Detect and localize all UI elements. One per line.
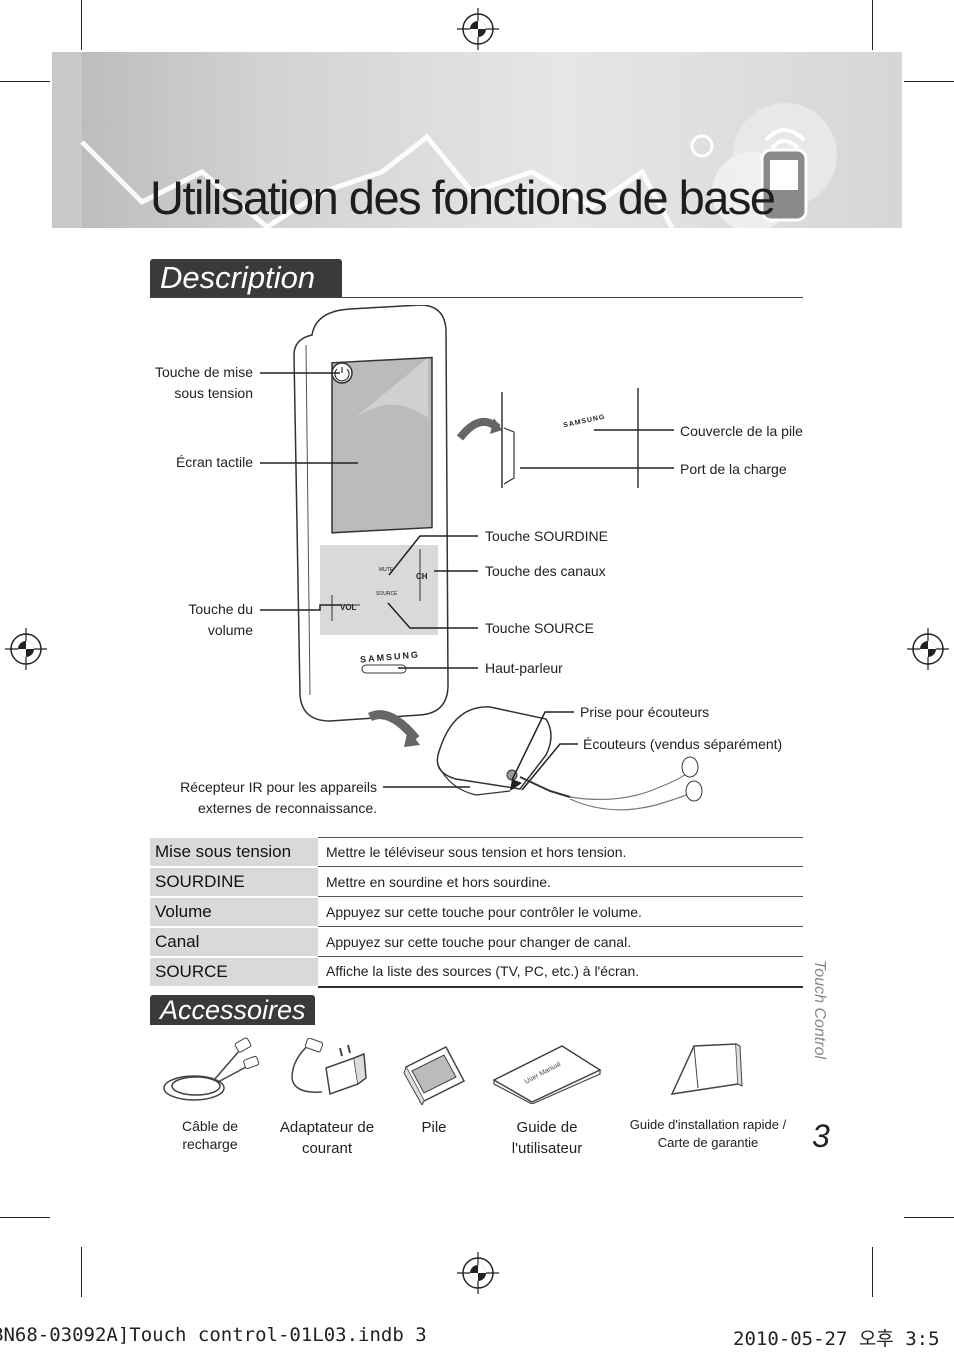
table-key: Mise sous tension [150, 838, 318, 867]
table-value: Mettre le téléviseur sous tension et hor… [318, 838, 803, 867]
print-footer: BN68-03092A]Touch control-01L03.indb 3 2… [0, 1320, 954, 1350]
table-key: Canal [150, 927, 318, 957]
cable-icon [156, 1036, 264, 1106]
label-charge-port: Port de la charge [680, 459, 787, 480]
crop-mark [81, 1247, 82, 1297]
table-key: SOURCE [150, 957, 318, 987]
table-value: Appuyez sur cette touche pour contrôler … [318, 897, 803, 927]
function-table: Mise sous tension Mettre le téléviseur s… [150, 837, 803, 988]
adapter-icon [282, 1038, 372, 1108]
crop-mark [872, 1247, 873, 1297]
table-key: SOURDINE [150, 867, 318, 897]
table-value: Mettre en sourdine et hors sourdine. [318, 867, 803, 897]
label-mute: Touche SOURDINE [485, 526, 608, 547]
table-row: SOURCE Affiche la liste des sources (TV,… [150, 957, 803, 987]
label-volume: Touche du volume [140, 599, 253, 641]
table-value: Affiche la liste des sources (TV, PC, et… [318, 957, 803, 987]
registration-mark-icon [457, 1252, 499, 1294]
label-earphones: Écouteurs (vendus séparément) [583, 734, 782, 755]
label-power: Touche de mise sous tension [140, 362, 253, 404]
accessory-label-user-guide: Guide de l'utilisateur [492, 1117, 602, 1159]
footer-timestamp: 2010-05-27 오후 3:5 [733, 1324, 940, 1351]
table-key: Volume [150, 897, 318, 927]
side-section-label: Touch Control [810, 960, 828, 1059]
quick-guide-icon [668, 1042, 744, 1098]
accessories-heading: Accessoires [150, 995, 315, 1025]
label-speaker: Haut-parleur [485, 658, 563, 679]
label-ir-receiver: Récepteur IR pour les appareils externes… [150, 777, 377, 819]
footer-file-info: BN68-03092A]Touch control-01L03.indb 3 [0, 1324, 427, 1346]
accessory-label-adapter: Adaptateur de courant [272, 1117, 382, 1159]
label-battery-cover: Couvercle de la pile [680, 421, 803, 442]
label-source: Touche SOURCE [485, 618, 594, 639]
table-row: Volume Appuyez sur cette touche pour con… [150, 897, 803, 927]
battery-icon [398, 1045, 468, 1105]
page-number: 3 [812, 1118, 830, 1155]
label-headphone-jack: Prise pour écouteurs [580, 702, 709, 723]
table-row: SOURDINE Mettre en sourdine et hors sour… [150, 867, 803, 897]
accessory-label-battery: Pile [404, 1117, 464, 1138]
leader-lines [0, 0, 954, 900]
crop-mark [904, 1217, 954, 1218]
label-channel: Touche des canaux [485, 561, 606, 582]
user-manual-icon: User Manual [492, 1040, 602, 1104]
label-touchscreen: Écran tactile [140, 452, 253, 473]
accessory-label-quick-guide: Guide d'installation rapide / Carte de g… [618, 1116, 798, 1152]
table-row: Canal Appuyez sur cette touche pour chan… [150, 927, 803, 957]
table-value: Appuyez sur cette touche pour changer de… [318, 927, 803, 957]
crop-mark [0, 1217, 50, 1218]
table-row: Mise sous tension Mettre le téléviseur s… [150, 838, 803, 867]
accessory-label-cable: Câble de recharge [160, 1117, 260, 1153]
